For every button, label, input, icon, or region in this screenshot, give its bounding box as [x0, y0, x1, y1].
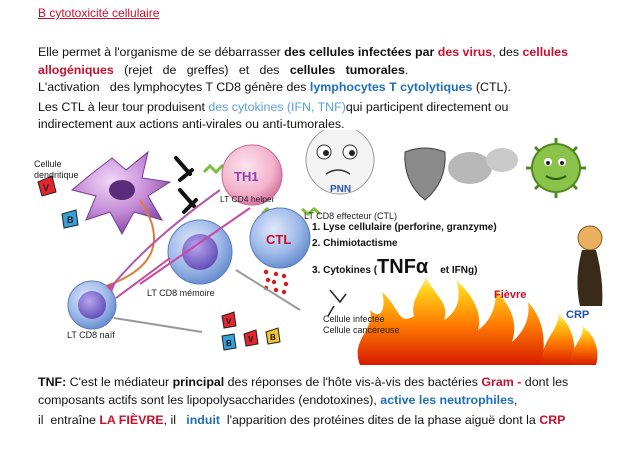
crp-label: CRP: [566, 309, 590, 321]
mechanism-2: 2. Chimiotactisme: [312, 238, 398, 249]
text-cytokines: des cytokines (IFN, TNF): [208, 100, 346, 114]
text: (rejet de greffes) et des: [113, 63, 290, 77]
dendritic-cell: [70, 150, 172, 236]
mechanism-3-prefix: 3. Cytokines (: [312, 265, 378, 276]
text-principal: principal: [172, 375, 225, 389]
dendritic-cell-label: Cellule dendritique: [34, 159, 79, 180]
text: L'activation des lymphocytes T CD8 génèr…: [38, 80, 310, 94]
svg-text:V: V: [248, 335, 254, 344]
infected-cell-label: Cellule infectée: [323, 314, 385, 324]
text: composants actifs sont les lipopolysacch…: [38, 393, 381, 407]
cd4-label: LT CD4 helper: [220, 194, 275, 204]
pathogen-icons-grey: [448, 148, 518, 184]
pnn-cell: PNN: [305, 130, 375, 195]
text: Elle permet à l'organisme de se débarras…: [38, 45, 285, 59]
effector-label: LT CD8 effecteur (CTL): [304, 211, 398, 221]
svg-text:PNN: PNN: [330, 184, 351, 195]
text-tumorales: cellules tumorales: [289, 63, 405, 77]
ctl-cell: CTL: [249, 207, 311, 269]
paragraph-3-line-1: TNF: C'est le médiateur principal des ré…: [38, 374, 568, 390]
svg-text:TH1: TH1: [234, 169, 259, 184]
text: (CTL).: [472, 80, 511, 94]
memory-cell: [167, 219, 233, 285]
activation-arrows: [105, 189, 301, 333]
th1-cell: TH1: [221, 144, 283, 206]
mechanism-3: 3. Cytokines (TNFα et IFNg): [312, 256, 477, 279]
virus-icon: [526, 138, 586, 198]
text-ctl: lymphocytes T cytolytiques: [309, 80, 473, 94]
mechanism-3-tnf: TNFα: [377, 256, 429, 278]
antigen-b-badge: B: [61, 209, 79, 229]
paragraph-1-line-1: Elle permet à l'organisme de se débarras…: [38, 44, 568, 60]
text-cellules: cellules: [522, 45, 568, 59]
paragraph-2-line-2: indirectement aux actions anti-virales o…: [38, 117, 345, 131]
text: C'est le médiateur: [66, 375, 173, 389]
text: l'apparition des protéines dites de la p…: [220, 413, 540, 427]
text-crp: CRP: [539, 413, 566, 427]
text: il entraîne: [38, 413, 100, 427]
target-badges: V B V B: [221, 311, 281, 351]
paragraph-2-line-1: Les CTL à leur tour produisent des cytok…: [38, 99, 508, 115]
text: , des: [492, 45, 523, 59]
svg-text:B: B: [270, 333, 276, 342]
text: dont les: [521, 375, 569, 389]
text: des réponses de l'hôte vis-à-vis des bac…: [224, 375, 482, 389]
text: ,: [513, 393, 518, 407]
paragraph-1-line-2: allogéniques (rejet de greffes) et des c…: [38, 62, 408, 78]
paragraph-3-line-3: il entraîne LA FIÈVRE, il induit l'appar…: [38, 412, 565, 428]
text-induit: induit: [186, 413, 221, 427]
svg-text:B: B: [67, 215, 74, 225]
text-bold: des cellules infectées par: [284, 45, 438, 59]
shield-icon: [404, 147, 446, 201]
fever-fire: [357, 276, 598, 365]
paragraph-1-line-3: L'activation des lymphocytes T CD8 génèr…: [38, 79, 511, 95]
paragraph-3-line-2: composants actifs sont les lipopolysacch…: [38, 392, 517, 408]
fever-label: Fièvre: [494, 289, 527, 301]
mechanism-3-suffix: et IFNg): [440, 265, 478, 276]
svg-text:V: V: [43, 183, 49, 193]
cancer-cell-label: Cellule cancéreuse: [323, 325, 400, 335]
text-gram: Gram -: [481, 375, 522, 389]
mechanism-1: 1. Lyse cellulaire (perforine, granzyme): [312, 222, 497, 233]
antigen-v-badge: V: [37, 175, 57, 197]
text: , il: [163, 413, 187, 427]
text: qui participent directement ou: [345, 100, 509, 114]
immune-diagram: V B TH1 LT CD4 helper PNN: [37, 130, 603, 365]
naive-label: LT CD8 naïf: [67, 330, 115, 340]
text-fievre: LA FIÈVRE: [99, 413, 164, 427]
text-virus: des virus: [437, 45, 493, 59]
text: Les CTL à leur tour produisent: [38, 100, 209, 114]
svg-text:B: B: [226, 339, 232, 348]
receptor-icons: [174, 156, 198, 214]
text-neutrophiles: active les neutrophiles: [380, 393, 514, 407]
infected-cell-icon: [327, 289, 347, 317]
memory-label: LT CD8 mémoire: [147, 288, 215, 298]
text-tnf: TNF:: [38, 375, 67, 389]
text: .: [404, 63, 409, 77]
text-allogeniques: allogéniques: [38, 63, 114, 77]
section-heading: B cytotoxicité cellulaire: [38, 6, 160, 20]
crp-hand-illustration: [577, 225, 603, 306]
svg-text:V: V: [226, 317, 232, 326]
naive-cell: [67, 280, 117, 330]
svg-text:CTL: CTL: [266, 232, 291, 247]
